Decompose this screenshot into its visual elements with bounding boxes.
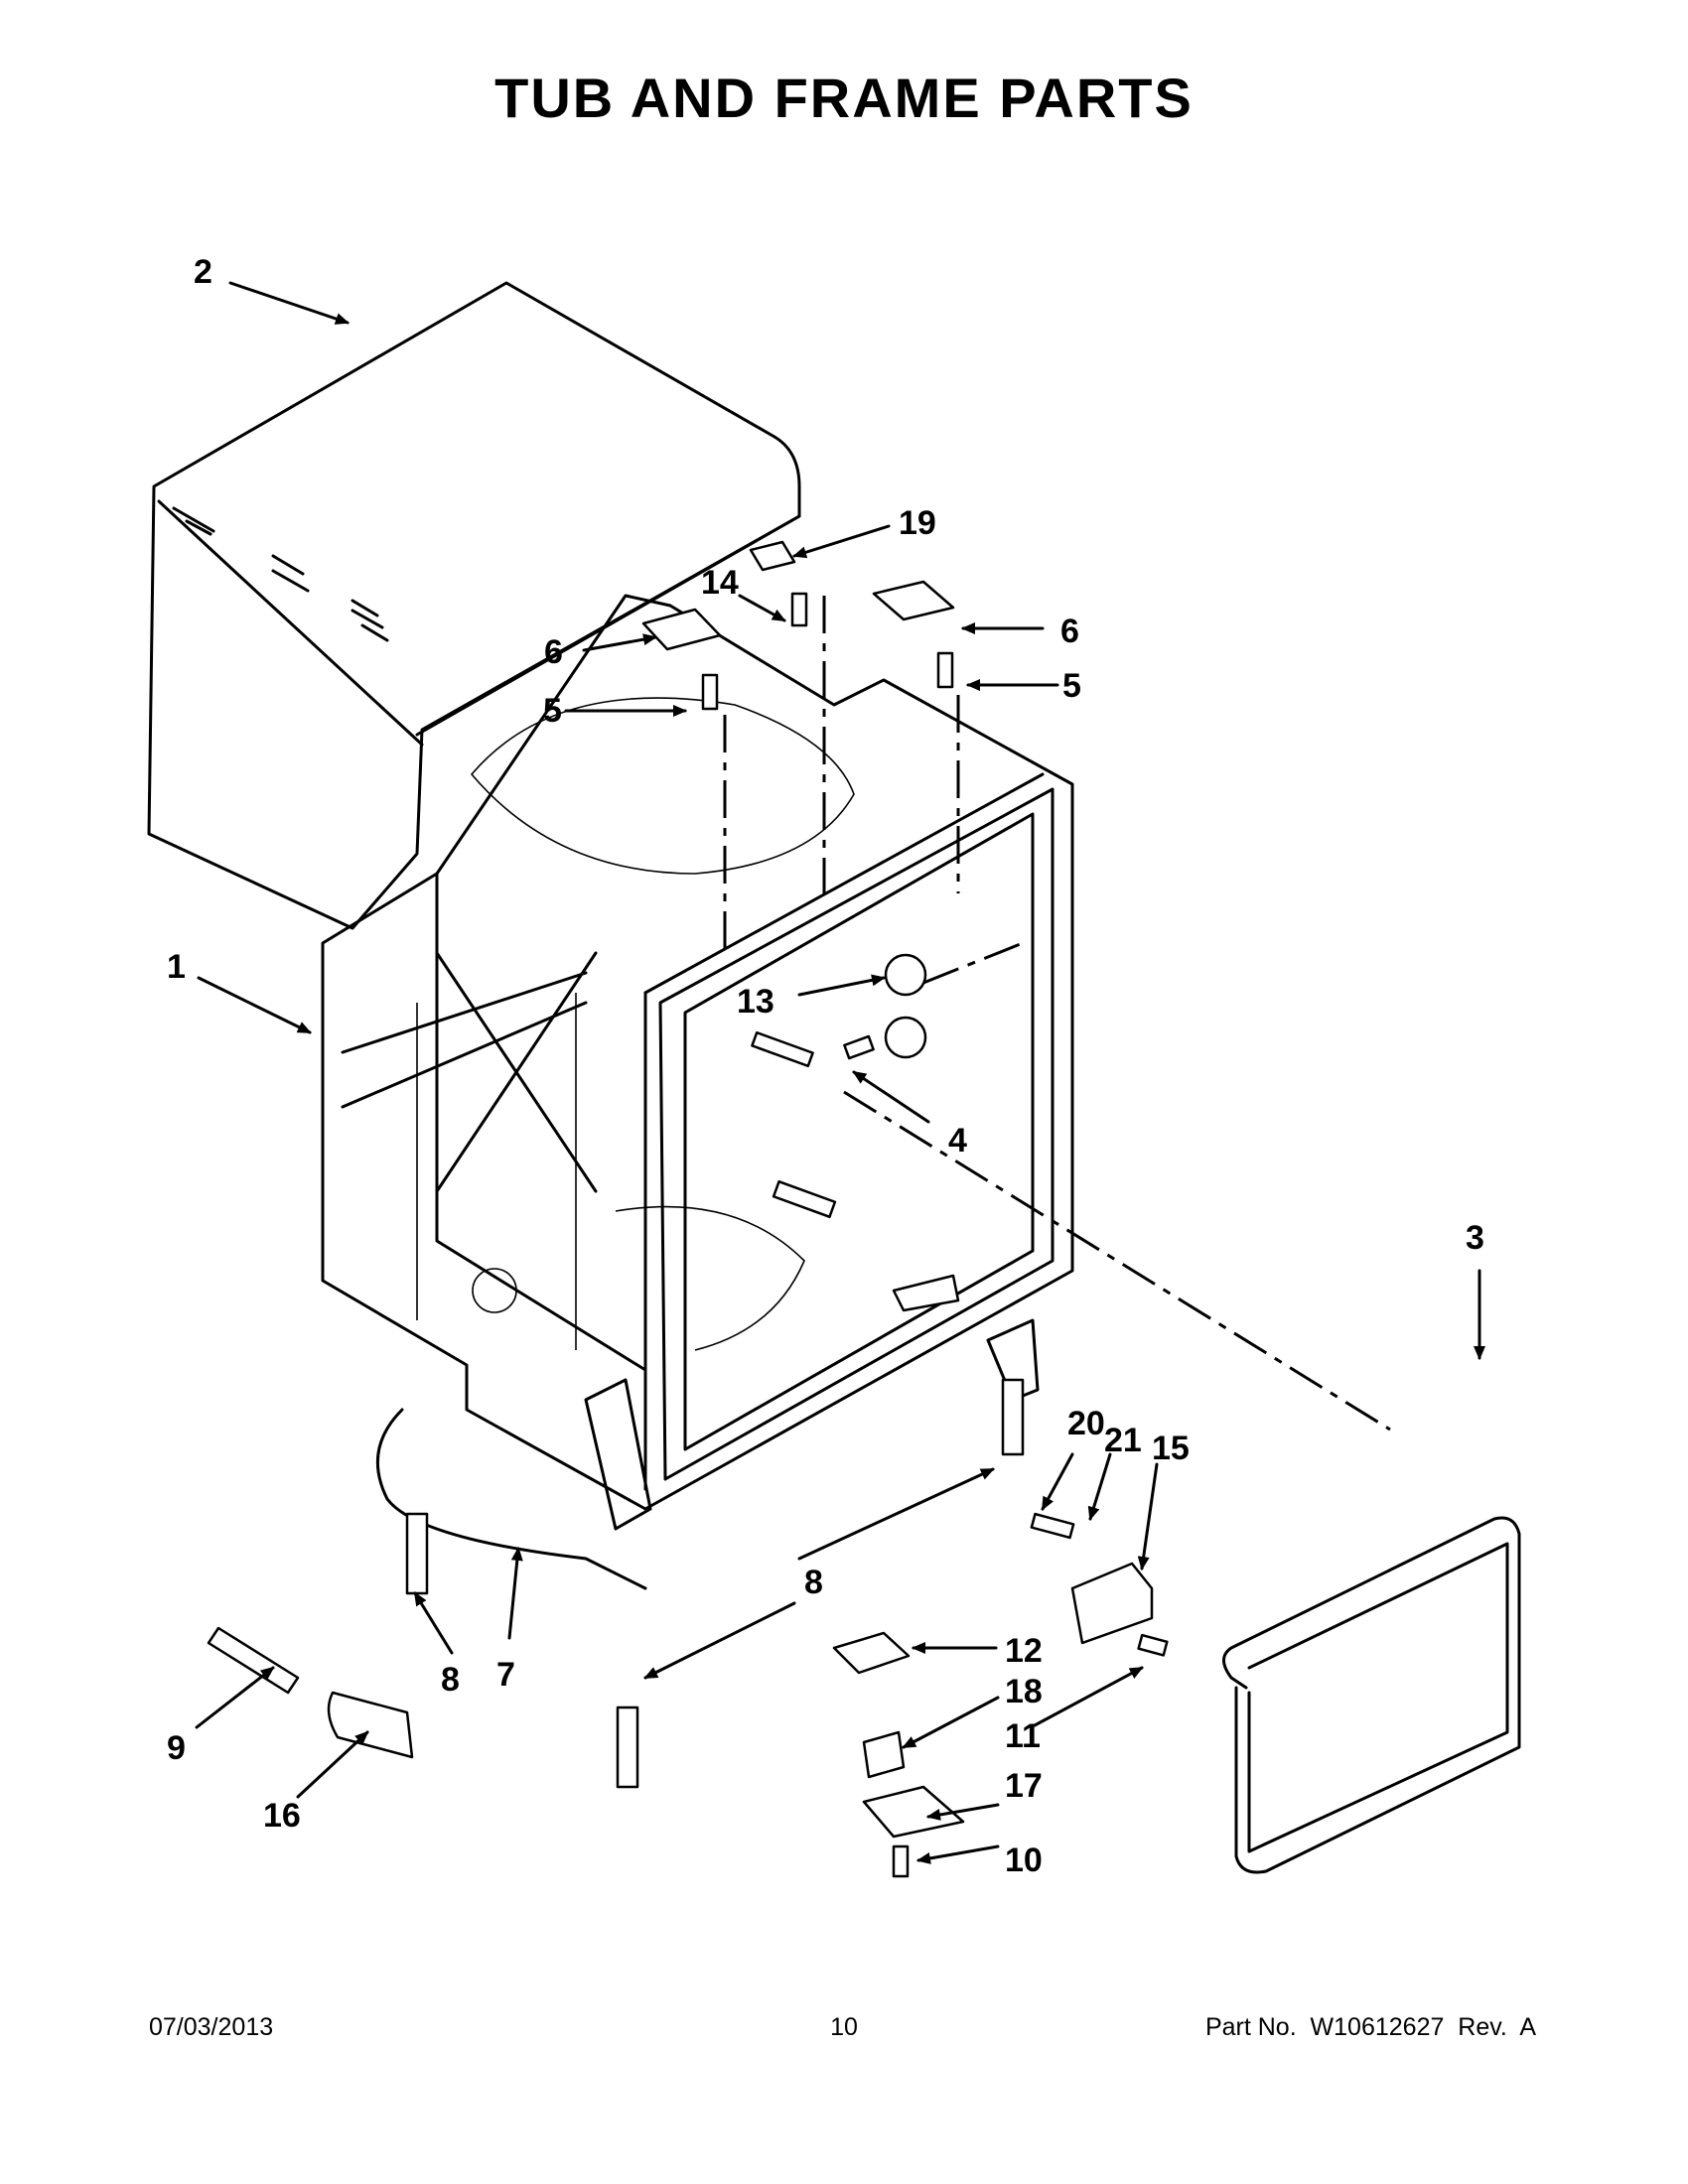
callout-label: 11	[1005, 1717, 1041, 1755]
insulation-cover-part	[147, 281, 801, 930]
callout-label: 3	[1466, 1219, 1484, 1257]
callout-label: 7	[496, 1656, 515, 1694]
callout-label: 1	[167, 948, 186, 986]
callout-label: 5	[543, 692, 562, 730]
tub-part	[321, 594, 1074, 1531]
sensor-part	[862, 1730, 906, 1779]
leader-arrow	[195, 281, 1485, 1864]
door-gasket-part	[1222, 1516, 1521, 1874]
callout-label: 16	[263, 1797, 301, 1835]
bolt-part	[892, 1512, 1169, 1878]
bracket-part	[1070, 1562, 1154, 1645]
footer-part-number: Part No. W10612627 Rev. A	[1204, 2013, 1536, 2041]
cap-part	[327, 1691, 414, 1759]
callout-label: 15	[1152, 1430, 1190, 1467]
footer-page-number: 10	[830, 2013, 858, 2041]
callout-label: 19	[899, 504, 936, 542]
assembly-line	[723, 596, 1391, 1432]
page-title: TUB AND FRAME PARTS	[494, 67, 1194, 129]
footer-date: 07/03/2013	[149, 2013, 274, 2041]
callout-label: 8	[441, 1661, 460, 1699]
leveling-leg-part	[405, 1378, 1025, 1789]
callout-label: 12	[1005, 1632, 1043, 1670]
callout-label: 21	[1104, 1422, 1142, 1459]
callout-label: 2	[194, 253, 212, 291]
roller-part	[884, 953, 927, 1059]
callout-label: 18	[1005, 1673, 1043, 1710]
callout-label: 20	[1067, 1405, 1105, 1442]
callout-label: 17	[1005, 1767, 1043, 1805]
spring-part	[207, 1626, 300, 1695]
sensor-bracket-part	[862, 1785, 965, 1839]
callout-label: 8	[804, 1564, 823, 1601]
callout-label: 14	[701, 564, 739, 602]
callout-label: 6	[544, 633, 563, 671]
callout-label: 10	[1005, 1842, 1043, 1879]
callout-label: 13	[737, 983, 774, 1021]
callout-label: 9	[167, 1729, 186, 1767]
screw-part	[701, 592, 954, 1060]
clip-part	[749, 540, 796, 572]
callout-label: 6	[1060, 613, 1079, 650]
callout-label: 5	[1062, 667, 1081, 705]
callout-label: 4	[948, 1122, 967, 1160]
pad-part	[832, 1631, 911, 1675]
hinge-bracket-part	[641, 580, 955, 651]
